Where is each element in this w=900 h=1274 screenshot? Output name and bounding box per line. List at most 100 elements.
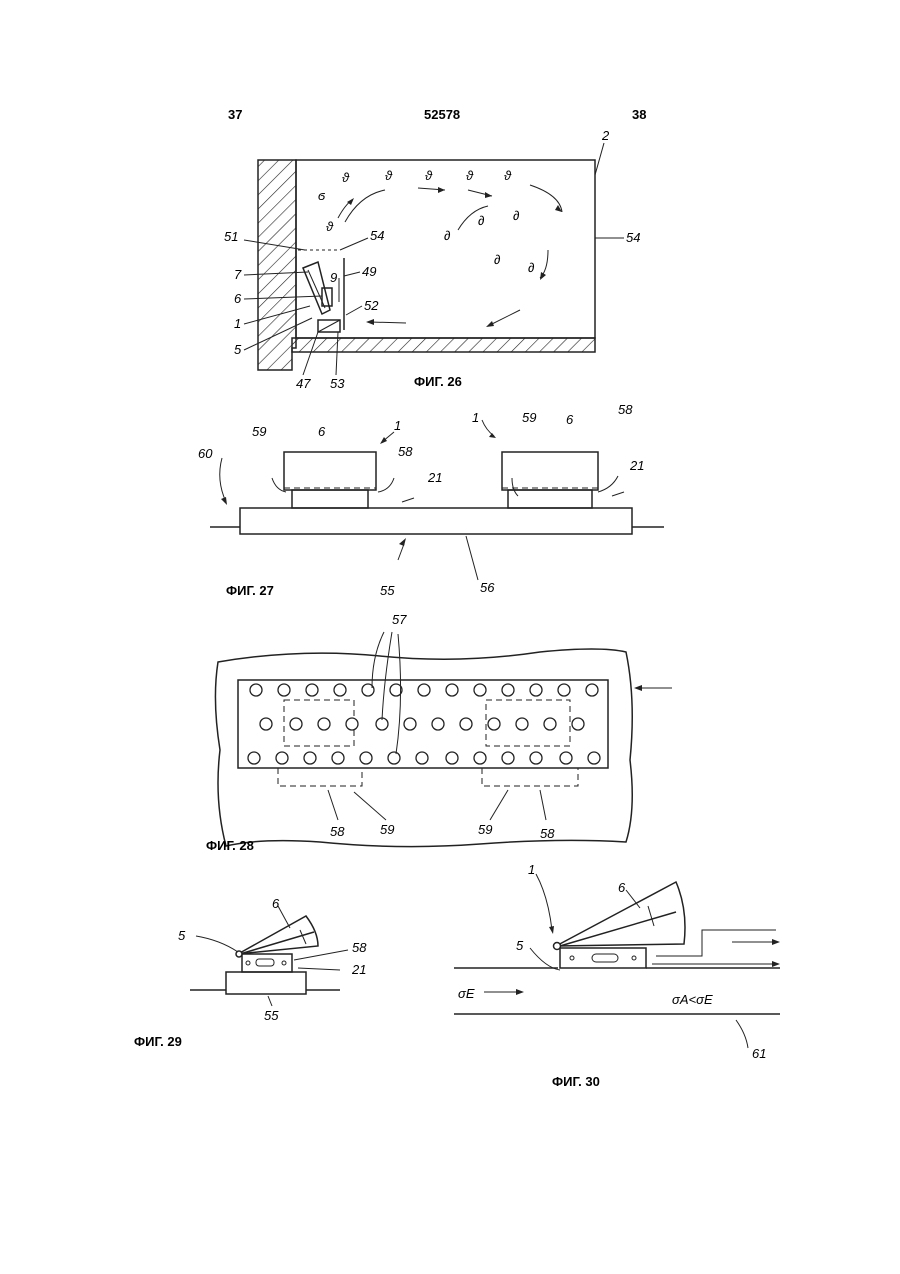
perforation-hole [572,718,584,730]
fig27-label: 1 [472,410,479,425]
fig30-label: 6 [618,880,626,895]
perforation-hole [474,684,486,696]
fig26-label: 2 [601,128,610,143]
perforation-hole [404,718,416,730]
svg-text:ϑ: ϑ [504,168,512,183]
fig28-label: 58 [330,824,345,839]
perforation-hole [460,718,472,730]
fig26-label: 54 [370,228,384,243]
perforation-hole [278,684,290,696]
perforation-hole [346,718,358,730]
perforation-hole [530,684,542,696]
svg-text:∂: ∂ [513,208,519,223]
fig29-label: 58 [352,940,367,955]
fig28-label: 57 [392,612,407,627]
fig27-label: 55 [380,583,395,598]
perforation-hole [588,752,600,764]
perforation-hole [502,752,514,764]
fig29-label: 6 [272,896,280,911]
fig30-label: σE [458,986,475,1001]
perforation-hole [530,752,542,764]
fig30-label: 1 [528,862,535,877]
fig28-label: 59 [478,822,492,837]
svg-text:ϑ: ϑ [425,168,433,183]
fig27-label: 59 [522,410,536,425]
perforation-hole [388,752,400,764]
svg-text:ϑ: ϑ [342,170,350,185]
fig29-label: 55 [264,1008,279,1023]
fig28-label: 59 [380,822,394,837]
fig27-label: 1 [394,418,401,433]
perforation-hole [558,684,570,696]
perforation-hole [446,684,458,696]
svg-text:ϑ: ϑ [466,168,474,183]
perforation-hole [360,752,372,764]
figure-27: 59 6 1 58 60 21 1 59 6 58 21 55 56 ФИГ. … [198,402,664,598]
perforation-hole [474,752,486,764]
figure-27-caption: ФИГ. 27 [226,583,274,598]
fig27-label: 58 [398,444,413,459]
perforation-hole [516,718,528,730]
fig27-label: 6 [566,412,574,427]
svg-text:9: 9 [330,270,337,285]
page-number-left: 37 [228,107,242,122]
svg-text:ϑ: ϑ [385,168,393,183]
perforation-hole [304,752,316,764]
perforation-hole [250,684,262,696]
fig26-label: 53 [330,376,345,391]
svg-text:∂: ∂ [528,260,534,275]
svg-text:∂: ∂ [478,213,484,228]
figure-29: 6 5 58 21 55 ФИГ. 29 [134,896,367,1049]
fig26-label: 6 [234,291,242,306]
fig26-label: 52 [364,298,379,313]
perforation-hole [306,684,318,696]
perforation-hole [416,752,428,764]
figure-30: 1 6 5 σE σA<σE 61 ФИГ. 30 [454,862,780,1089]
perforation-hole [260,718,272,730]
perforation-hole [418,684,430,696]
fig26-label: 47 [296,376,311,391]
figure-30-caption: ФИГ. 30 [552,1074,600,1089]
fig30-label: 5 [516,938,524,953]
perforation-hole [334,684,346,696]
fig26-label: 54 [626,230,640,245]
fig26-label: 1 [234,316,241,331]
fig27-label: 21 [629,458,644,473]
fig29-label: 21 [351,962,366,977]
fig26-label: 49 [362,264,376,279]
fig28-label: 58 [540,826,555,841]
svg-text:∂: ∂ [494,252,500,267]
perforation-hole [432,718,444,730]
fig26-label: 5 [234,342,242,357]
svg-text:ϭ: ϭ [318,188,325,203]
fig27-label: 56 [480,580,495,595]
document-number: 52578 [424,107,460,122]
perforation-hole [502,684,514,696]
figure-29-caption: ФИГ. 29 [134,1034,182,1049]
figure-28-caption: ФИГ. 28 [206,838,254,853]
fig26-label: 51 [224,229,238,244]
fig27-label: 59 [252,424,266,439]
fig27-label: 21 [427,470,442,485]
svg-text:∂: ∂ [444,228,450,243]
svg-text:ϑ: ϑ [326,219,334,234]
fig26-label: 7 [234,267,242,282]
perforation-hole [446,752,458,764]
perforation-hole [276,752,288,764]
figure-28: 57 58 59 59 58 ФИГ. 28 [206,612,672,853]
perforation-hole [248,752,260,764]
fig30-label: 61 [752,1046,766,1061]
perforation-hole [318,718,330,730]
fig29-label: 5 [178,928,186,943]
perforation-hole [290,718,302,730]
fig27-label: 60 [198,446,213,461]
fig27-label: 6 [318,424,326,439]
fig27-label: 58 [618,402,633,417]
fig30-label: σA<σE [672,992,713,1007]
page-number-right: 38 [632,107,646,122]
figure-26: ϭ ϑ ϑ ϑ ϑ ϑ ϑ ∂ ∂ ∂ ∂ ∂ 9 2 54 51 54 7 4… [224,128,640,391]
perforation-hole [332,752,344,764]
perforation-hole [560,752,572,764]
perforation-hole [488,718,500,730]
